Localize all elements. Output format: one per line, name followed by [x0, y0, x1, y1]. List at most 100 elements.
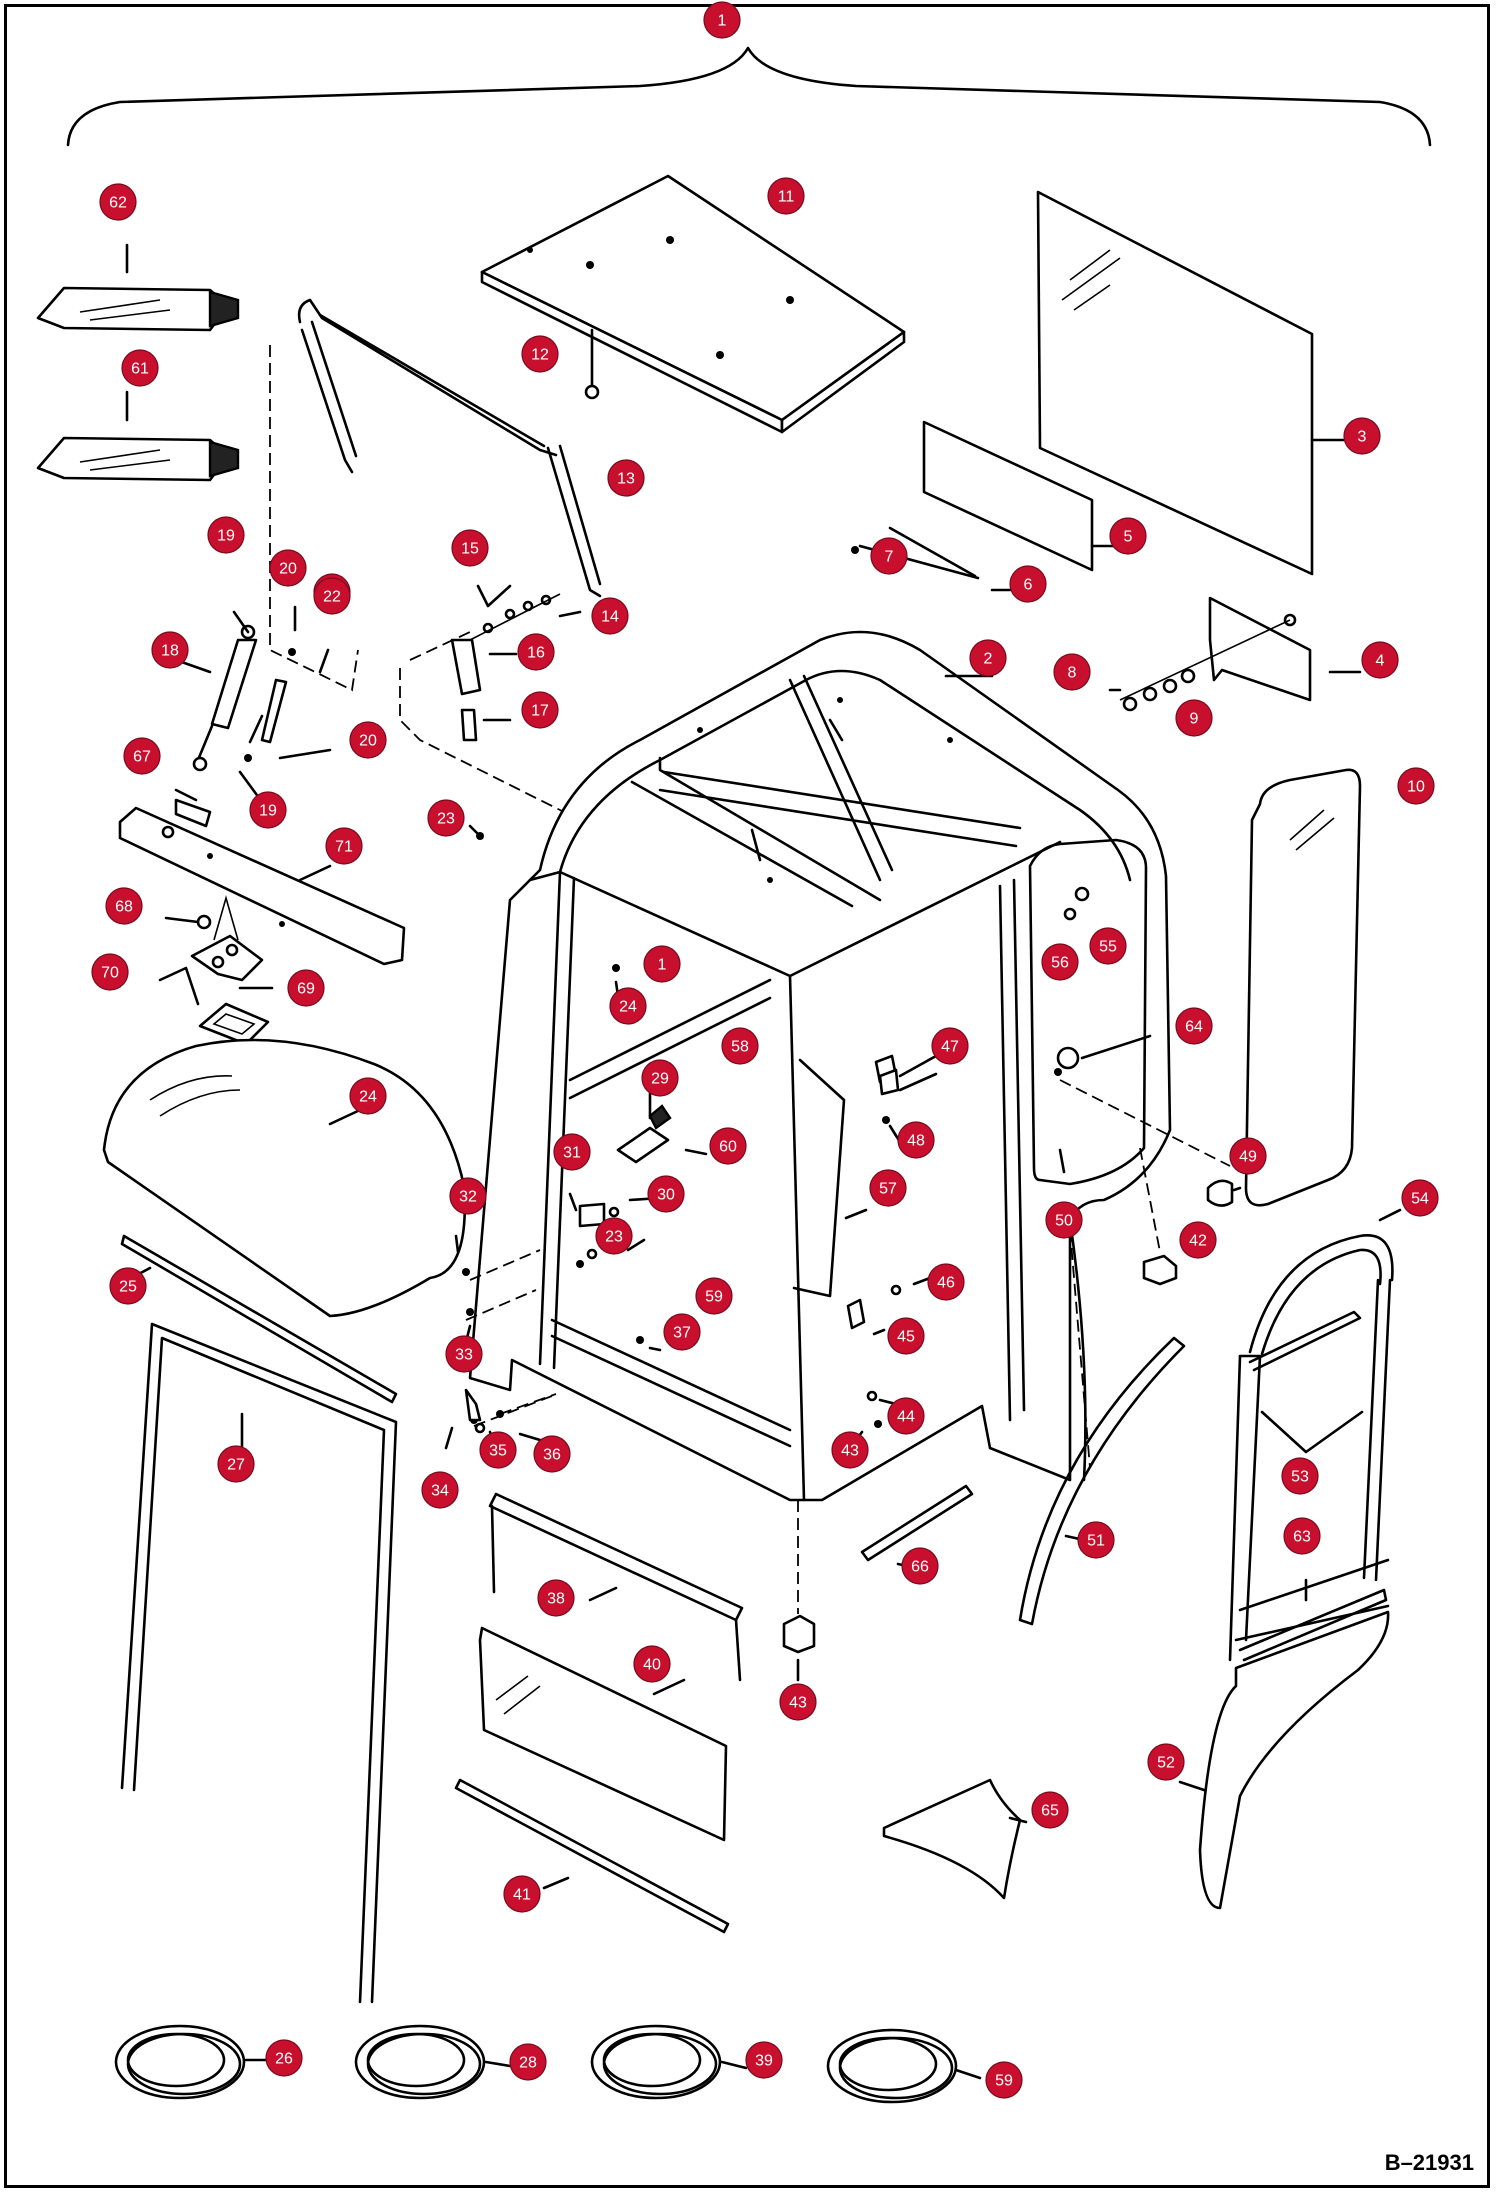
svg-text:53: 53	[1291, 1469, 1309, 1486]
callout-30: 30	[647, 1175, 685, 1213]
svg-text:58: 58	[731, 1039, 749, 1056]
callout-35: 35	[479, 1431, 517, 1469]
svg-text:20: 20	[279, 561, 297, 578]
callout-51: 51	[1077, 1521, 1115, 1559]
strip-42	[454, 1778, 730, 1934]
callout-45: 45	[887, 1317, 925, 1355]
callout-2: 2	[969, 639, 1007, 677]
callout-62: 62	[99, 183, 137, 221]
callout-58: 58	[721, 1027, 759, 1065]
callout-10: 10	[1397, 767, 1435, 805]
callout-47: 47	[931, 1027, 969, 1065]
svg-text:31: 31	[563, 1145, 581, 1162]
callout-67: 67	[123, 737, 161, 775]
svg-text:26: 26	[275, 2051, 293, 2068]
svg-text:2: 2	[984, 651, 993, 668]
callout-24: 24	[349, 1077, 387, 1115]
svg-text:66: 66	[911, 1559, 929, 1576]
lower-glass-39	[488, 1492, 744, 1682]
svg-text:43: 43	[841, 1443, 859, 1460]
callout-57: 57	[869, 1169, 907, 1207]
trim-panel-66	[882, 1778, 1022, 1900]
svg-text:9: 9	[1190, 711, 1199, 728]
svg-text:19: 19	[259, 803, 277, 820]
callout-33: 33	[445, 1335, 483, 1373]
callout-60: 60	[709, 1127, 747, 1165]
knob-50	[1206, 1179, 1234, 1207]
svg-text:12: 12	[531, 347, 549, 364]
svg-text:55: 55	[1099, 939, 1117, 956]
window-seal-28	[120, 1322, 398, 2004]
svg-text:29: 29	[651, 1071, 669, 1088]
svg-text:3: 3	[1358, 429, 1367, 446]
svg-text:14: 14	[601, 609, 619, 626]
side-panel-53	[1198, 1610, 1390, 1910]
svg-text:62: 62	[109, 195, 127, 212]
svg-text:61: 61	[131, 361, 149, 378]
callout-59: 59	[985, 2061, 1023, 2099]
callout-56: 56	[1041, 943, 1079, 981]
svg-text:22: 22	[323, 589, 341, 606]
svg-text:4: 4	[1376, 653, 1385, 670]
callout-55: 55	[1089, 927, 1127, 965]
svg-text:44: 44	[897, 1409, 915, 1426]
callout-20: 20	[349, 721, 387, 759]
svg-text:15: 15	[461, 541, 479, 558]
svg-text:11: 11	[778, 189, 795, 206]
callout-14: 14	[591, 597, 629, 635]
callout-63: 63	[1283, 1517, 1321, 1555]
callout-7: 7	[870, 537, 908, 575]
svg-text:24: 24	[619, 999, 637, 1016]
callout-31: 31	[553, 1133, 591, 1171]
svg-text:50: 50	[1055, 1213, 1073, 1230]
callout-badges: 1123456789101112131415161718191920202122…	[91, 1, 1439, 2099]
callout-22: 22	[313, 577, 351, 615]
svg-text:16: 16	[527, 645, 545, 662]
callout-71: 71	[325, 827, 363, 865]
callout-4: 4	[1361, 641, 1399, 679]
mounting-rail-72	[118, 798, 406, 966]
svg-text:69: 69	[297, 981, 315, 998]
svg-text:27: 27	[227, 1457, 245, 1474]
svg-text:25: 25	[119, 1279, 137, 1296]
door-latch-15	[450, 593, 561, 742]
svg-text:42: 42	[1189, 1233, 1207, 1250]
page-border	[4, 4, 1490, 2188]
callout-11: 11	[767, 177, 805, 215]
svg-text:57: 57	[879, 1181, 897, 1198]
svg-text:52: 52	[1157, 1755, 1175, 1772]
svg-text:19: 19	[217, 528, 235, 545]
callout-53: 53	[1281, 1457, 1319, 1495]
callout-44: 44	[887, 1397, 925, 1435]
gas-strut-18	[192, 624, 296, 772]
callout-1: 1	[643, 945, 681, 983]
callout-32: 32	[449, 1177, 487, 1215]
callout-34: 34	[421, 1471, 459, 1509]
window-seal-54	[1228, 1310, 1388, 1662]
svg-text:68: 68	[115, 899, 133, 916]
callout-27: 27	[217, 1445, 255, 1483]
svg-text:36: 36	[543, 1447, 561, 1464]
callout-6: 6	[1009, 565, 1047, 603]
callout-15: 15	[451, 529, 489, 567]
svg-text:34: 34	[431, 1483, 449, 1500]
grab-rod-58	[792, 1058, 846, 1298]
svg-text:18: 18	[161, 643, 179, 660]
svg-text:41: 41	[513, 1887, 531, 1904]
door-window-10	[1244, 768, 1362, 1207]
callout-50: 50	[1045, 1201, 1083, 1239]
svg-text:71: 71	[335, 839, 353, 856]
coil-seal-29	[354, 2024, 486, 2100]
svg-text:5: 5	[1124, 529, 1133, 546]
svg-text:20: 20	[359, 733, 377, 750]
windshield-25	[102, 1038, 467, 1318]
callout-8: 8	[1053, 653, 1091, 691]
svg-text:64: 64	[1185, 1019, 1203, 1036]
svg-text:40: 40	[643, 1657, 661, 1674]
callout-19: 19	[249, 791, 287, 829]
grab-bar-13	[297, 298, 602, 598]
door-check-30	[616, 1104, 672, 1164]
callout-43: 43	[779, 1683, 817, 1721]
hinge-block-43-lower	[782, 1614, 816, 1654]
